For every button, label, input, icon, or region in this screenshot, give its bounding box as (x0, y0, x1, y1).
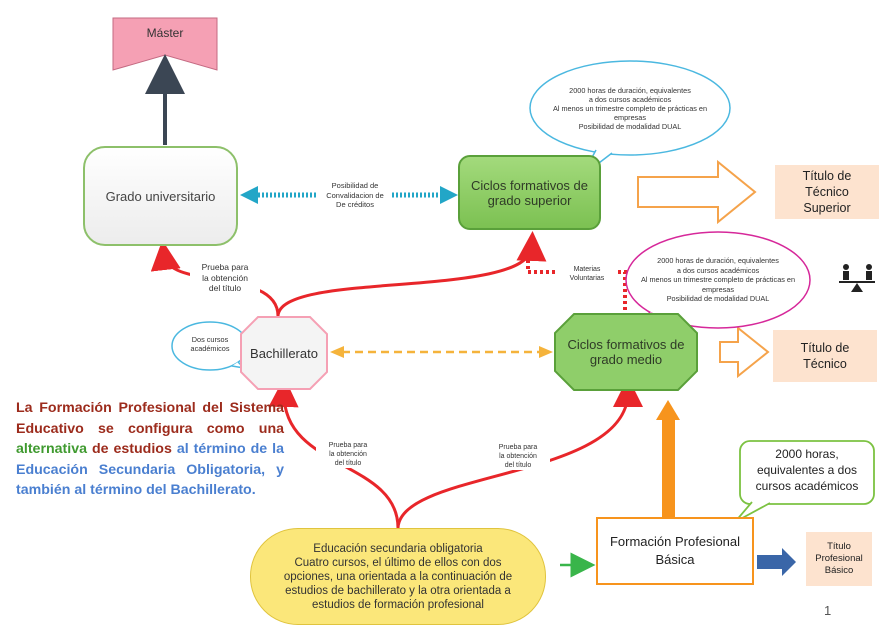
bubble-superior-line-2: a dos cursos académicos (588, 95, 672, 104)
bubble-superior-line-5: Posibilidad de modalidad DUAL (578, 122, 682, 131)
bachillerato-octagon (240, 316, 328, 390)
fpb-node: Formación Profesional Básica (596, 517, 754, 585)
bubble-superior-line-3: Al menos un trimestre completo de prácti… (552, 104, 708, 113)
edge-label-prueba-bach: Prueba para la obtención del título (316, 441, 380, 468)
eso-label-1: Educación secundaria obligatoria (313, 542, 483, 555)
bubble-bach-line-2: académicos (190, 344, 230, 353)
arrow-eso-to-medio (396, 377, 643, 529)
blue-block-arrow (757, 548, 796, 576)
teal-arrowhead-left (240, 186, 258, 204)
eso-label-5: estudios de formación profesional (312, 598, 484, 611)
page-number: 1 (824, 603, 832, 618)
ciclos-superior-label-2: grado superior (487, 192, 572, 208)
bubble-superior-line-4: empresas (613, 113, 647, 122)
prueba-grado-line-1: Prueba para (201, 262, 249, 272)
bubble-medio-line-5: Posibilidad de modalidad DUAL (666, 294, 770, 303)
bubble-fpb-text: 2000 horas, equivalentes a dos cursos ac… (742, 446, 872, 494)
description-part-2: de estudios (86, 441, 177, 457)
titulo-superior-label-3: Superior (803, 201, 851, 215)
ciclos-superior-label-1: Ciclos formativos de (470, 177, 589, 193)
prueba-grado-line-2: la obtención (202, 272, 248, 283)
orange-dash-head-left (330, 346, 344, 358)
convalidacion-line-1: Posibilidad de (331, 181, 379, 190)
people-balance-icon (839, 264, 875, 292)
bubble-bach-line-1: Dos cursos (191, 335, 229, 344)
orange-thick-arrow-shaft (662, 418, 675, 518)
grado-universitario-node: Grado universitario (83, 146, 238, 246)
bubble-superior-text: 2000 horas de duración, equivalentes a d… (540, 86, 720, 131)
edge-label-convalidacion: Posibilidad de Convalidacion de De crédi… (318, 181, 392, 210)
prueba-bach-line-1: Prueba para (328, 442, 368, 449)
description-part-1: La Formación Profesional del Sistema Edu… (16, 400, 284, 437)
prueba-medio-line-2: la obtención (499, 453, 537, 460)
titulo-tecnico-label-1: Título de (800, 341, 850, 355)
prueba-bach-line-2: la obtención (329, 451, 367, 458)
titulo-basico-label-3: Básico (824, 565, 854, 576)
bubble-superior-line-1: 2000 horas de duración, equivalentes (569, 86, 691, 95)
titulo-tecnico-superior-node: Título de Técnico Superior (775, 165, 879, 219)
prueba-medio-line-1: Prueba para (498, 444, 538, 451)
bubble-fpb-line-2: equivalentes a dos (756, 463, 858, 477)
bachillerato-node: Bachillerato (240, 316, 328, 390)
eso-node: Educación secundaria obligatoria Cuatro … (250, 528, 546, 625)
teal-arrowhead-right (440, 186, 458, 204)
bubble-fpb-shape (739, 440, 875, 505)
bubble-medio-shape (625, 231, 811, 329)
prueba-grado-line-3: del título (208, 283, 242, 293)
bubble-medio-line-2: a dos cursos académicos (676, 265, 760, 275)
eso-label-4: estudios de bachillerato y la otra orien… (285, 584, 511, 597)
convalidacion-line-2: Convalidacion de (326, 190, 384, 200)
bubble-medio-line-3: Al menos un trimestre completo de prácti… (640, 275, 796, 284)
master-node: Máster (113, 18, 217, 48)
edge-label-prueba-grado: Prueba para la obtención del título (190, 262, 260, 294)
description-highlight-green: alternativa (16, 441, 87, 457)
edge-label-prueba-medio: Prueba para la obtención del título (486, 443, 550, 470)
convalidacion-line-3: De créditos (336, 200, 374, 209)
bubble-medio-line-4: empresas (701, 284, 735, 294)
edge-label-materias: Materias Voluntarias (558, 265, 616, 283)
bubble-fpb-line-1: 2000 horas, (775, 447, 839, 461)
eso-label-3: opciones, una orientada a la continuació… (283, 570, 513, 583)
arrow-bach-to-superior (276, 231, 547, 317)
ciclos-medio-label-2: grado medio (589, 352, 663, 367)
bubble-superior-shape (529, 60, 731, 156)
orange-thick-arrow-head (656, 400, 680, 420)
fpb-label-2: Básica (655, 552, 695, 567)
grado-universitario-label: Grado universitario (105, 188, 216, 204)
description-highlight-blue: al término de la Educación Secundaria Ob… (16, 441, 284, 498)
materias-line-1: Materias (573, 266, 601, 273)
bubble-medio-text: 2000 horas de duración, equivalentes a d… (628, 256, 808, 304)
titulo-basico-label-2: Profesional (815, 553, 863, 564)
titulo-tecnico-node: Título de Técnico (773, 330, 877, 382)
prueba-bach-line-3: del título (334, 460, 362, 467)
description-text: La Formación Profesional del Sistema Edu… (16, 398, 284, 501)
titulo-basico-label-1: Título (827, 541, 851, 552)
titulo-tecnico-label-2: Técnico (803, 357, 847, 371)
titulo-superior-label-1: Título de (802, 169, 852, 183)
bubble-bach-text: Dos cursos académicos (176, 335, 244, 353)
ciclos-medio-node: Ciclos formativos de grado medio (554, 313, 698, 391)
bachillerato-label: Bachillerato (250, 345, 318, 361)
materias-line-2: Voluntarias (569, 275, 605, 282)
titulo-superior-label-2: Técnico (805, 185, 849, 199)
orange-hollow-arrow-tecnico (719, 325, 770, 379)
ciclos-medio-label-1: Ciclos formativos de (567, 337, 685, 352)
bubble-medio-line-1: 2000 horas de duración, equivalentes (657, 256, 779, 265)
orange-dash-head-right (539, 346, 553, 358)
orange-hollow-arrow-superior (637, 159, 757, 225)
bubble-fpb-line-3: cursos académicos (755, 479, 859, 493)
titulo-basico-node: Título Profesional Básico (806, 532, 872, 586)
ciclos-superior-node: Ciclos formativos de grado superior (458, 155, 601, 230)
fpb-label-1: Formación Profesional (609, 534, 741, 549)
master-shape (112, 17, 218, 71)
master-label: Máster (146, 26, 184, 40)
ciclos-medio-octagon (554, 313, 698, 391)
eso-label-2: Cuatro cursos, el último de ellos con do… (294, 556, 502, 569)
prueba-medio-line-3: del título (504, 462, 532, 469)
